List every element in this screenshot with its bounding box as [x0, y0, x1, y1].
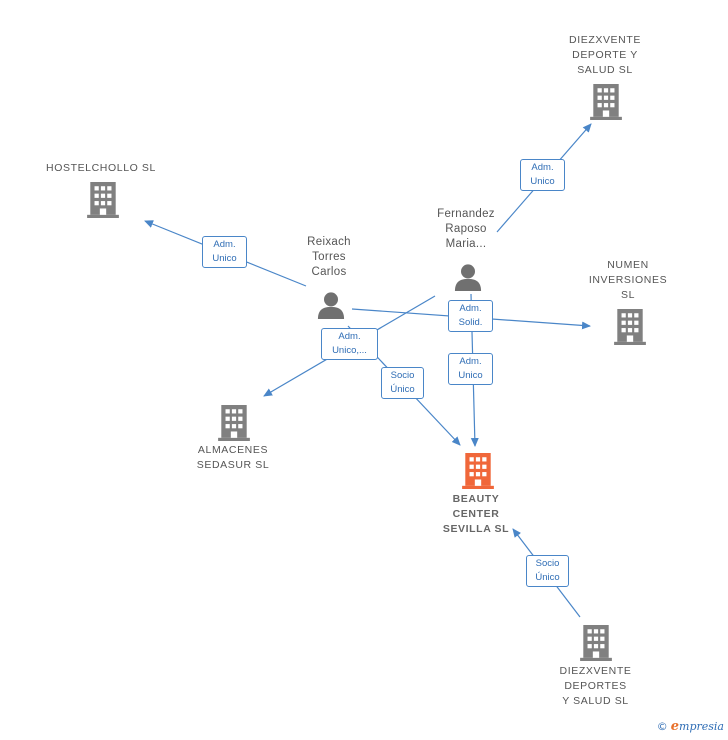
edge-label-reixach-hostelchollo[interactable]: Adm. Unico	[202, 236, 247, 268]
edge-label-deportes-beauty[interactable]: Socio Único	[526, 555, 569, 587]
building-icon[interactable]	[87, 182, 119, 218]
edge-label-fernandez-numen[interactable]: Adm. Solid.	[448, 300, 493, 332]
brand-footer[interactable]: ©empresia	[657, 719, 724, 734]
person-icon[interactable]	[454, 264, 482, 291]
company-label-diezxvente-deporte[interactable]: DIEZXVENTE DEPORTE Y SALUD SL	[569, 34, 641, 76]
edge-lines	[144, 123, 592, 618]
company-label-numen[interactable]: NUMEN INVERSIONES SL	[588, 259, 668, 301]
building-icon[interactable]	[614, 309, 646, 345]
person-icon[interactable]	[317, 292, 345, 319]
brand-initial: e	[670, 719, 680, 734]
company-label-almacenes[interactable]: ALMACENES SEDASUR SL	[196, 444, 270, 471]
edge-label-fernandez-diezxvente[interactable]: Adm. Unico	[520, 159, 565, 191]
edge-label-reixach-almacenes[interactable]: Adm. Unico,...	[321, 328, 378, 360]
edge-label-fernandez-beauty[interactable]: Adm. Unico	[448, 353, 493, 385]
copyright-icon: ©	[656, 720, 668, 733]
company-label-hostelchollo[interactable]: HOSTELCHOLLO SL	[46, 162, 156, 174]
brand-name: mpresia	[679, 720, 724, 733]
building-icon[interactable]	[580, 625, 612, 661]
edge-label-reixach-beauty[interactable]: Socio Único	[381, 367, 424, 399]
person-label-fernandez[interactable]: Fernandez Raposo Maria...	[437, 208, 495, 250]
company-label-beauty-center[interactable]: BEAUTY CENTER SEVILLA SL	[442, 493, 510, 535]
building-icon[interactable]	[590, 84, 622, 120]
building-icon[interactable]	[462, 453, 494, 489]
building-icon[interactable]	[218, 405, 250, 441]
company-label-diezxvente-deportes[interactable]: DIEZXVENTE DEPORTES Y SALUD SL	[559, 665, 632, 707]
person-label-reixach[interactable]: Reixach Torres Carlos	[307, 236, 351, 278]
